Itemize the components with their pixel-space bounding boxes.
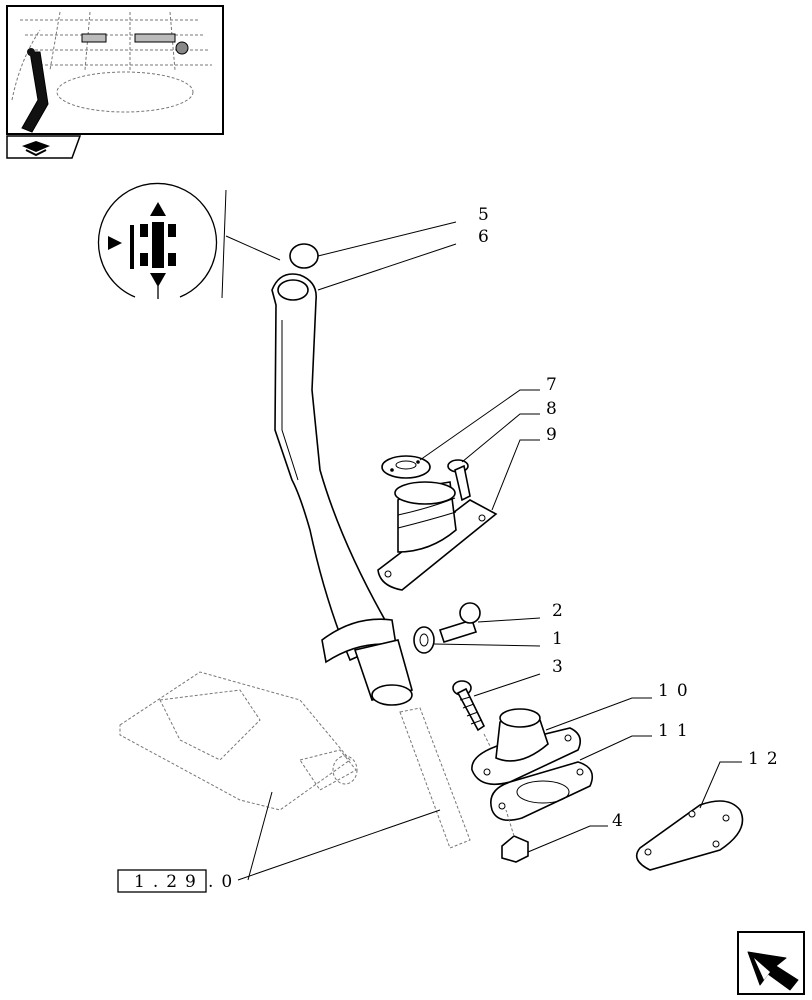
lever-base [471, 708, 581, 786]
cross-reference: 1.29 .0 [117, 869, 240, 893]
linkage-bracket [119, 671, 471, 849]
callout-11: 11 [658, 721, 696, 741]
callout-7: 7 [546, 375, 561, 395]
next-page-arrow-icon[interactable] [737, 931, 805, 995]
washer [413, 626, 435, 654]
callout-4: 4 [612, 811, 627, 831]
nut [501, 809, 529, 863]
manual-book-icon [6, 135, 82, 159]
callout-9: 9 [546, 425, 561, 445]
gasket [490, 761, 594, 821]
callout-10: 10 [658, 681, 696, 701]
cab-floor-thumbnail [6, 5, 224, 135]
cross-reference-suffix: .0 [208, 872, 240, 892]
gear-lever [271, 273, 413, 706]
self-tapping-screw [452, 680, 497, 759]
drive-direction-symbol [97, 182, 218, 299]
leader-lines [237, 221, 742, 881]
callout-3: 3 [552, 657, 567, 677]
callout-6: 6 [478, 227, 493, 247]
callout-1: 1 [552, 629, 567, 649]
callout-2: 2 [552, 601, 567, 621]
callout-8: 8 [546, 399, 561, 419]
callout-5: 5 [478, 205, 493, 225]
retaining-ring [381, 455, 431, 479]
cover-plate [635, 800, 744, 871]
cross-reference-number: 1.29 [134, 872, 204, 892]
callout-12: 12 [748, 749, 786, 769]
rubber-boot [377, 481, 498, 591]
bolt [438, 602, 481, 643]
lever-knob [289, 243, 319, 269]
